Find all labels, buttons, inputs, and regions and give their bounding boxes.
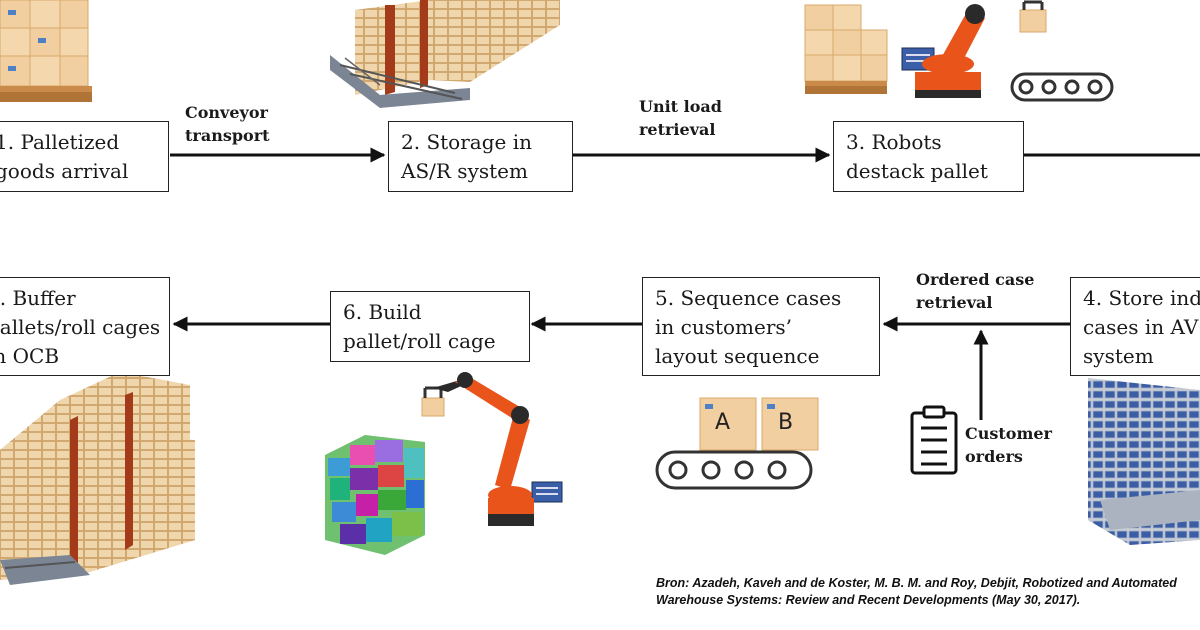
asrs-rack-icon xyxy=(330,0,560,108)
flow-arrows xyxy=(170,147,1200,420)
step-5-box: 5. Sequence cases in customers’ layout s… xyxy=(642,277,880,376)
carton-stack-icon xyxy=(0,0,92,102)
avsrs-rack-icon xyxy=(1088,378,1200,545)
carton-a-label: A xyxy=(715,410,731,435)
edge-label-unit-load: Unit load retrieval xyxy=(639,97,722,139)
edge-label-customer-orders: Customer orders xyxy=(965,424,1052,466)
ocb-rack-icon xyxy=(0,372,195,585)
build-pallet-robot-icon xyxy=(325,372,563,555)
step-6-box: 6. Build pallet/roll cage xyxy=(330,291,530,362)
destack-robot-icon xyxy=(804,4,985,98)
clipboard-icon xyxy=(910,405,958,475)
edge-label-conveyor: Conveyor transport xyxy=(185,103,270,145)
edge-label-ordered-case: Ordered case retrieval xyxy=(916,270,1035,312)
step-7-box: 7. Buffer pallets/roll cages in OCB xyxy=(0,277,170,376)
top-conveyor-icon xyxy=(1010,0,1114,102)
step-4-box: 4. Store individual cases in AVS/RS syst… xyxy=(1070,277,1200,376)
step-2-box: 2. Storage in AS/R system xyxy=(388,121,573,192)
carton-b-label: B xyxy=(778,410,794,435)
source-citation: Bron: Azadeh, Kaveh and de Koster, M. B.… xyxy=(656,576,1177,607)
sequence-conveyor-icon xyxy=(655,397,819,490)
step-3-box: 3. Robots destack pallet xyxy=(833,121,1024,192)
step-1-box: 1. Palletized goods arrival xyxy=(0,121,169,192)
